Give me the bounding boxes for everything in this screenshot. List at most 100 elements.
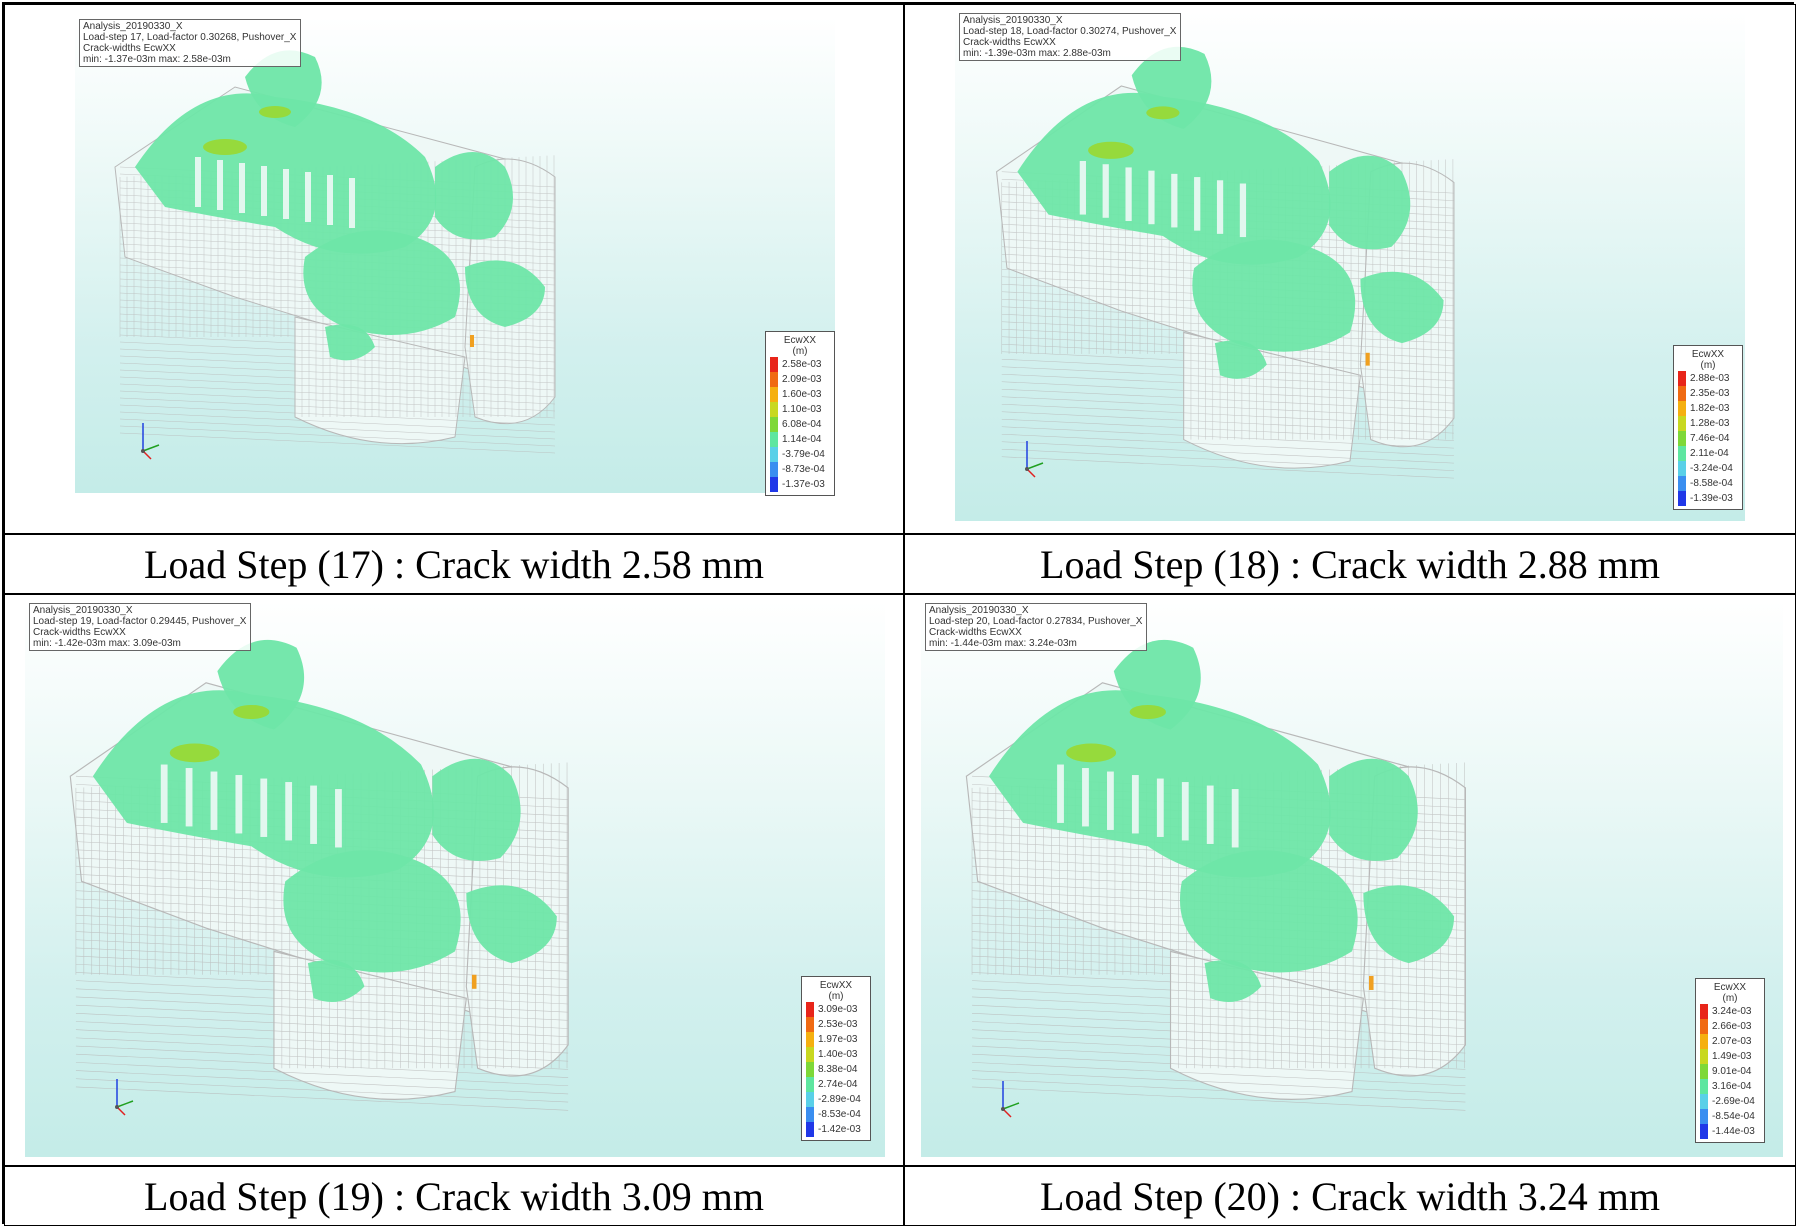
legend-value: 6.08e-04 [782,419,822,430]
crack-hotspot [1088,141,1134,159]
y-axis-line [142,444,160,452]
crack-contour-region [465,260,545,327]
wall-opening [1216,180,1224,234]
caption-4: Load Step (20) : Crack width 3.24 mm [904,1166,1796,1226]
wall-opening [1079,161,1086,215]
legend-row: -8.73e-04 [766,462,834,477]
legend-value: 1.28e-03 [1690,418,1730,429]
legend-row: 2.35e-03 [1674,386,1742,401]
legend-value: 1.97e-03 [818,1034,858,1045]
info-line: Analysis_20190330_X [83,21,183,32]
legend-row: 3.16e-04 [1696,1079,1764,1094]
legend-row: 2.11e-04 [1674,446,1742,461]
legend-swatch [806,1002,814,1017]
building-mesh-render-1 [114,50,556,454]
legend-row: 2.09e-03 [766,372,834,387]
legend-row: 1.14e-04 [766,432,834,447]
info-line: Crack-widths EcwXX [33,627,126,638]
crack-contour-region [307,960,365,1003]
legend-value: 2.09e-03 [782,374,822,385]
legend-unit: (m) [1700,360,1716,371]
legend-row: 1.60e-03 [766,387,834,402]
legend-swatch [1678,491,1686,506]
info-line: Analysis_20190330_X [963,15,1063,26]
legend-row: 1.97e-03 [802,1032,870,1047]
wall-opening [239,163,245,213]
legend-swatch [806,1062,814,1077]
legend-value: 1.40e-03 [818,1049,858,1060]
legend-value: -1.44e-03 [1712,1126,1755,1137]
crack-contour-region [1214,340,1267,379]
legend-swatch [806,1017,814,1032]
building-model [69,639,569,1111]
legend-row: -8.53e-04 [802,1107,870,1122]
wall-opening [235,775,243,834]
legend-value: -8.58e-04 [1690,478,1733,489]
crack-contour-region [1204,960,1262,1003]
legend-swatch [1700,1094,1708,1109]
legend-title: EcwXX [783,335,817,346]
legend-swatch [770,357,778,372]
legend-title: EcwXX [1691,349,1725,360]
crack-hotspot [1146,106,1180,120]
wall-opening [305,172,311,222]
info-line: min: -1.44e-03m max: 3.24e-03m [929,638,1077,649]
panel-cell-3: Analysis_20190330_X Load-step 19, Load-f… [4,594,904,1166]
legend-swatch [806,1047,814,1062]
caption-3: Load Step (19) : Crack width 3.09 mm [4,1166,904,1226]
info-line: min: -1.39e-03m max: 2.88e-03m [963,48,1111,59]
legend-swatch [770,477,778,492]
legend-value: 2.74e-04 [818,1079,858,1090]
legend-swatch [770,447,778,462]
legend-swatch [806,1032,814,1047]
legend-row: 2.74e-04 [802,1077,870,1092]
info-line: Analysis_20190330_X [33,605,133,616]
legend-row: 9.01e-04 [1696,1064,1764,1079]
legend-swatch [770,372,778,387]
info-line: Load-step 19, Load-factor 0.29445, Pusho… [33,616,247,627]
wall-opening [1194,177,1201,231]
axis-origin [1001,1107,1005,1111]
crack-hotspot [233,704,270,719]
axis-triad-graphic [1001,1081,1020,1118]
wall-opening [1156,778,1164,837]
legend-row: 2.07e-03 [1696,1034,1764,1049]
legend-value: -1.39e-03 [1690,493,1733,504]
legend-value: 2.35e-03 [1690,388,1730,399]
legend-value: 9.01e-04 [1712,1066,1752,1077]
legend-row: 1.10e-03 [766,402,834,417]
legend-row: 2.58e-03 [766,357,834,372]
wall-opening [1148,170,1155,225]
crack-contour-region [466,885,557,964]
axis-triad-icon-3 [105,1073,145,1117]
wall-opening [1131,775,1139,834]
wall-opening [260,778,268,837]
crack-contour-region [283,850,461,973]
legend-swatch [1700,1109,1708,1124]
axis-origin [1025,467,1029,471]
crack-contour-region [435,152,513,240]
crack-hotspot [1066,743,1117,763]
legend-swatch [806,1122,814,1137]
wall-opening [283,169,289,219]
legend-value: 1.14e-04 [782,434,822,445]
model-viewport-4: Analysis_20190330_X Load-step 20, Load-f… [921,601,1783,1157]
caption-1: Load Step (17) : Crack width 2.58 mm [4,534,904,594]
legend-row: 1.82e-03 [1674,401,1742,416]
axis-triad-graphic [1025,441,1044,478]
crack-contour-region [1360,271,1444,344]
legend-swatch [1700,1049,1708,1064]
legend-value: 8.38e-04 [818,1064,858,1075]
legend-title: EcwXX [819,980,853,991]
analysis-info-box-1: Analysis_20190330_X Load-step 17, Load-f… [79,19,302,67]
legend-value: 1.10e-03 [782,404,822,415]
legend-row: 1.49e-03 [1696,1049,1764,1064]
legend-row: -1.39e-03 [1674,491,1742,506]
legend-swatch [1700,1064,1708,1079]
crack-contour-region [325,324,375,361]
analysis-info-box-4: Analysis_20190330_X Load-step 20, Load-f… [925,603,1148,651]
legend-row: -1.44e-03 [1696,1124,1764,1139]
wall-opening [1239,183,1247,238]
crack-contour-region [1192,239,1356,352]
